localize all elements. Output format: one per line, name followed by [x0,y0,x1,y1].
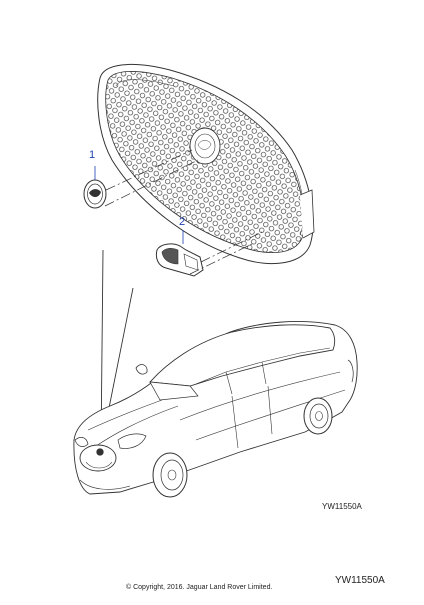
illustration-code-small: YW11550A [322,502,362,511]
illustration-code-large: YW11550A [335,575,385,586]
copyright-notice: © Copyright, 2016. Jaguar Land Rover Lim… [126,584,273,591]
callout-1: 1 [89,149,96,161]
assembly-lines [104,149,263,275]
part-1-badge [83,166,107,209]
radiator-grille [97,63,315,265]
callout-2: 2 [179,216,186,228]
grille-badge-mount [189,127,221,165]
vehicle-outline [73,321,358,498]
part-2-bracket [155,230,204,277]
